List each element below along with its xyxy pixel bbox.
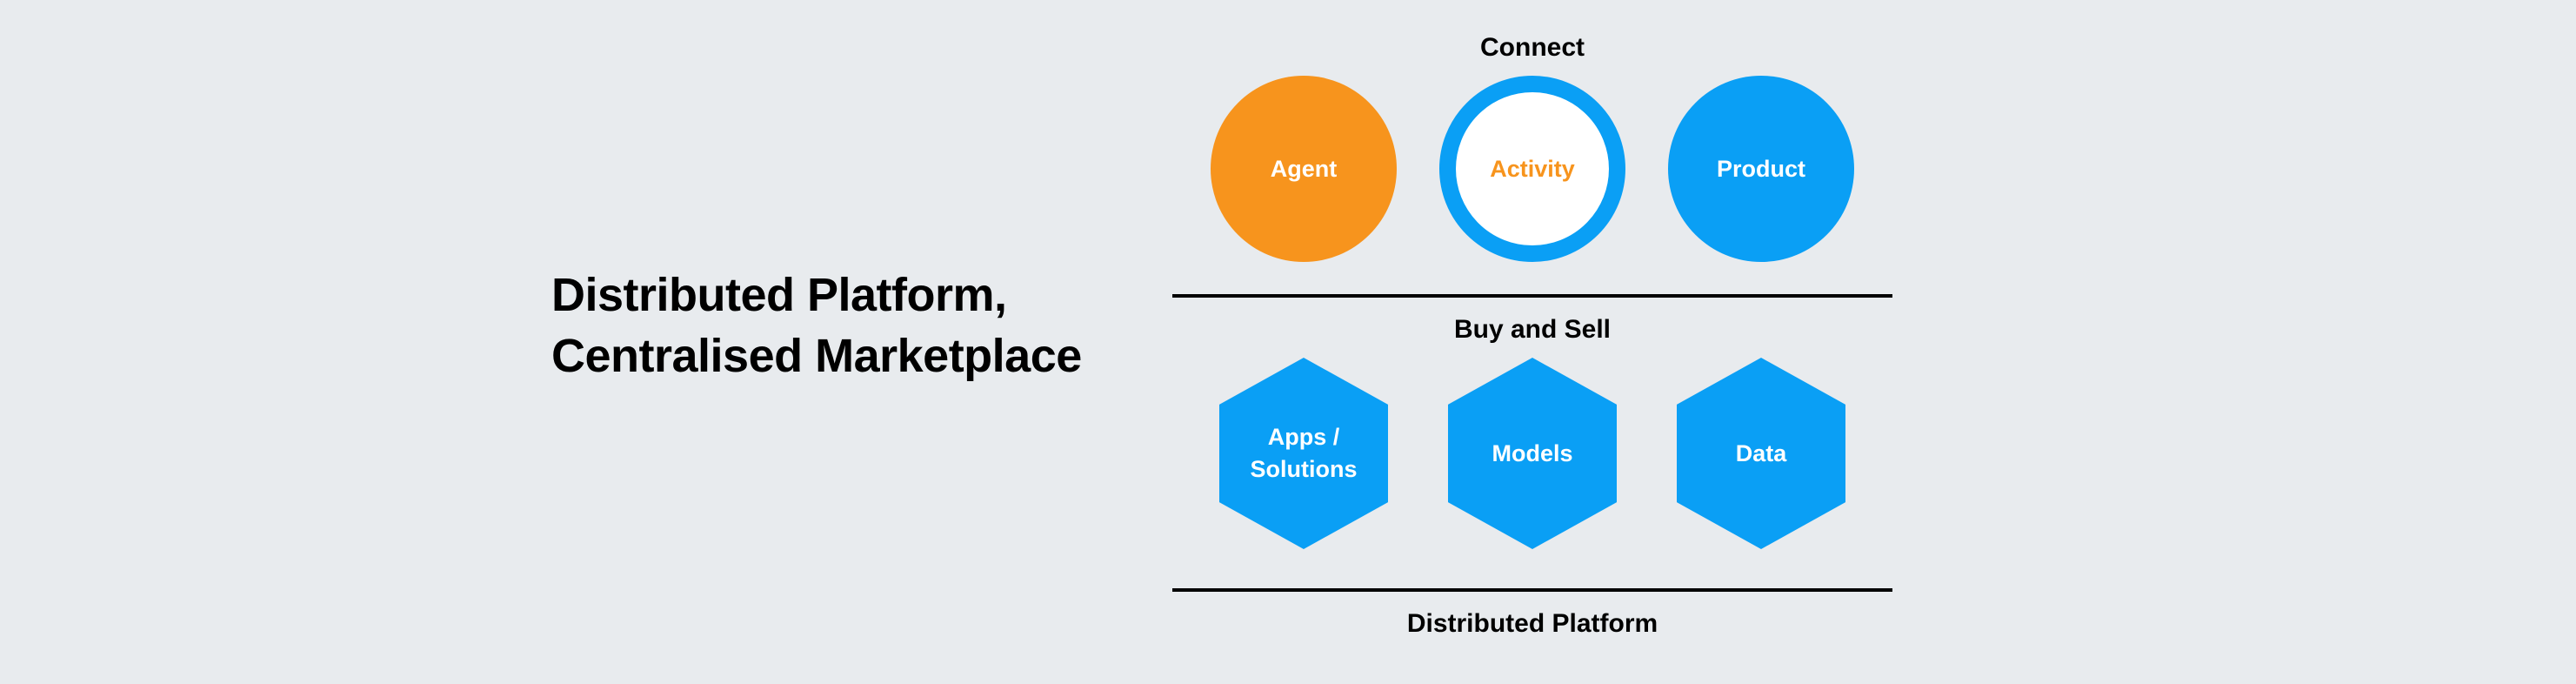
hexagon-models: Models xyxy=(1448,358,1617,549)
circle-agent: Agent xyxy=(1211,76,1397,262)
divider-bottom xyxy=(1172,588,1892,592)
divider-top xyxy=(1172,294,1892,298)
hexagon-models-label: Models xyxy=(1492,439,1573,466)
slide-title-line2: Centralised Marketplace xyxy=(551,330,1082,382)
connect-circles-row: Agent Activity Product xyxy=(1172,76,1892,262)
marketplace-diagram: Connect Agent Activity Product Buy and S… xyxy=(1172,0,1892,684)
slide-title: Distributed Platform, Centralised Market… xyxy=(551,265,1082,386)
buy-sell-hexagons-row: Apps / Solutions Models Data xyxy=(1172,358,1892,549)
circle-agent-label: Agent xyxy=(1270,155,1338,182)
distributed-platform-footer-label: Distributed Platform xyxy=(1406,609,1658,638)
circle-activity: Activity xyxy=(1439,76,1625,262)
circle-product: Product xyxy=(1668,76,1854,262)
hexagon-data-label: Data xyxy=(1735,439,1787,466)
slide-title-line1: Distributed Platform, xyxy=(551,269,1007,321)
connect-section-heading: Connect xyxy=(1480,33,1585,62)
circle-product-label: Product xyxy=(1716,155,1805,182)
hexagon-apps-solutions-label: Apps / Solutions xyxy=(1250,424,1358,482)
hexagon-apps-solutions: Apps / Solutions xyxy=(1219,358,1388,549)
buy-sell-section-heading: Buy and Sell xyxy=(1453,315,1612,344)
hexagon-data: Data xyxy=(1677,358,1845,549)
circle-activity-label: Activity xyxy=(1490,155,1575,182)
